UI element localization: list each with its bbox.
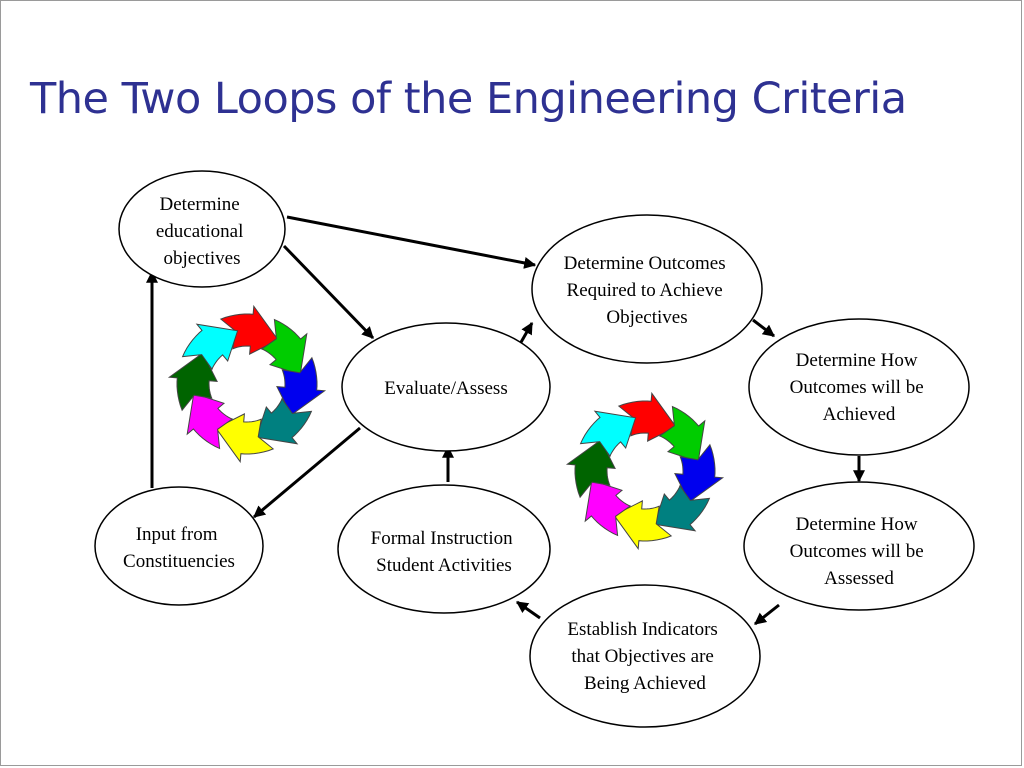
cycle-arrow-segment (579, 410, 637, 458)
cycle-arrow-segment (186, 392, 234, 450)
node-evaluate-assess: Evaluate/Assess (341, 322, 551, 452)
arrow-outcomes-to-achieved (752, 318, 775, 338)
node-determine-assessed: Determine How Outcomes will be Assessed (743, 481, 975, 611)
arrows (146, 215, 865, 626)
arrow-indicators-to-instruction (516, 600, 541, 620)
node-determine-objectives: Determine educational objectives (118, 170, 286, 288)
svg-text:Determine How Outcomes w: Determine How Outcomes will be Assessed (790, 514, 929, 589)
node-label-line: Input from (136, 524, 218, 545)
cycle-arrow-segment (181, 323, 239, 371)
arrow-objectives-to-outcomes (286, 215, 537, 269)
node-label-line: Determine How (796, 350, 918, 371)
cycle-arrow-segment (613, 500, 673, 551)
cycle-arrow-segment (658, 405, 706, 463)
node-label-line: Objectives (606, 307, 687, 328)
node-label-line: Assessed (824, 568, 894, 589)
node-label-line: Required to Achieve (567, 280, 723, 301)
arrow-evaluate-to-input (253, 426, 361, 519)
svg-text:Determine How Outcomes w: Determine How Outcomes will be Achieved (790, 350, 929, 425)
cycle-arrow-segment (167, 352, 218, 412)
cycle-arrow-segment (255, 397, 313, 445)
arrow-assessed-to-indicators (754, 603, 780, 626)
node-label-line: Determine (160, 194, 240, 215)
svg-text:Establish Indicators tha: Establish Indicators that Objectives are… (567, 619, 722, 694)
node-label-line: Evaluate/Assess (384, 378, 507, 399)
cycle-arrow-segment (617, 391, 677, 442)
node-label-line: Achieved (823, 404, 896, 425)
svg-text:Evaluate/Assess: Evaluate/Assess (384, 378, 507, 399)
svg-text:Determine educational: Determine educational objectives (156, 194, 248, 269)
cycle-arrow-segment (584, 479, 632, 537)
page-title: The Two Loops of the Engineering Criteri… (30, 74, 907, 124)
node-label-line: Formal Instruction (371, 528, 513, 549)
cycle-arrow-segment (219, 304, 279, 355)
node-label-line: that Objectives are (571, 646, 713, 667)
node-label-line: educational (156, 221, 244, 242)
cycle-arrows-icon-left (167, 304, 327, 464)
node-label-line: objectives (163, 248, 240, 269)
node-label-line: Establish Indicators (567, 619, 717, 640)
cycle-arrow-segment (276, 356, 327, 416)
cycle-arrows-icon-right (565, 391, 725, 551)
node-input-constituencies: Input from Constituencies (94, 486, 264, 606)
node-formal-instruction: Formal Instruction Student Activities (337, 484, 551, 614)
svg-text:Formal Instruction Stude: Formal Instruction Student Activities (371, 528, 518, 576)
arrow-objectives-to-evaluate (282, 244, 375, 340)
node-establish-indicators: Establish Indicators that Objectives are… (529, 584, 761, 728)
node-determine-achieved: Determine How Outcomes will be Achieved (748, 318, 970, 456)
node-label-line: Being Achieved (584, 673, 706, 694)
svg-text:Input from Constituencie: Input from Constituencies (123, 524, 235, 572)
node-label-line: Outcomes will be (790, 377, 924, 398)
cycle-arrow-segment (260, 318, 308, 376)
node-label-line: Constituencies (123, 551, 235, 572)
node-label-line: Determine Outcomes (564, 253, 726, 274)
arrow-evaluate-to-outcomes (518, 321, 534, 345)
svg-text:Determine Outcomes Requi: Determine Outcomes Required to Achieve O… (564, 253, 731, 328)
cycle-arrow-segment (215, 413, 275, 464)
node-label-line: Determine How (796, 514, 918, 535)
node-label-line: Student Activities (376, 555, 512, 576)
cycle-arrow-segment (674, 443, 725, 503)
node-label-line: Outcomes will be (790, 541, 924, 562)
node-determine-outcomes: Determine Outcomes Required to Achieve O… (531, 214, 763, 364)
cycle-arrow-segment (653, 484, 711, 532)
cycle-arrow-segment (565, 439, 616, 499)
